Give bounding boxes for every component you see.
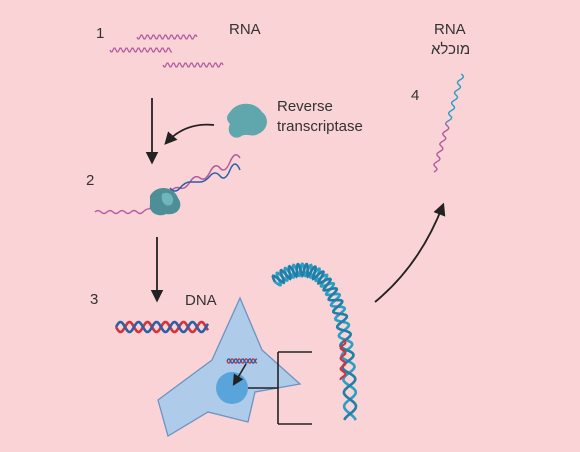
- cell-dna-red: [226, 358, 258, 364]
- genomic-dna-helix: [271, 262, 358, 421]
- rna-strand: [109, 47, 172, 53]
- hybrid-rna-label-line2: מוכלא: [431, 41, 471, 58]
- step-number-4: 4: [411, 87, 420, 104]
- arrow-enzyme-binding: [164, 123, 215, 145]
- cell-dna-segment: [226, 358, 258, 364]
- inserted-dna-segment: [339, 339, 347, 381]
- hybrid-rna-strand-4: [433, 73, 465, 173]
- reverse-transcriptase-enzyme: [227, 103, 267, 138]
- rna-template-strand: [94, 202, 159, 215]
- hybrid-strand: [169, 154, 241, 193]
- dna-strand-blue: [114, 320, 210, 334]
- zoom-bracket: [248, 351, 312, 425]
- cell-dna-blue: [226, 358, 258, 364]
- step-number-1: 1: [96, 25, 105, 42]
- dna-label: DNA: [185, 292, 217, 309]
- enzyme-bound-highlight: [161, 192, 174, 206]
- arrow-to-step4: [374, 202, 446, 303]
- hybrid-rna-strand: [169, 154, 241, 193]
- dna-strand-red: [114, 320, 210, 334]
- hybrid-rna-label-line1: RNA: [434, 21, 466, 38]
- rna-strands: [109, 34, 224, 68]
- dna-double-helix: [114, 320, 210, 334]
- rna-label: RNA: [229, 21, 261, 38]
- enzyme-label-line2: transcriptase: [277, 118, 363, 135]
- rna-strand: [162, 62, 224, 68]
- enzyme-label-line1: Reverse: [277, 98, 333, 115]
- cell-nucleus: [216, 372, 248, 404]
- hybrid-dna-strand: [169, 163, 241, 192]
- genomic-dna-strand: [271, 262, 358, 421]
- arrow-into-nucleus: [232, 363, 247, 386]
- rna-strand: [136, 34, 198, 40]
- step-number-2: 2: [86, 172, 95, 189]
- step-number-3: 3: [90, 291, 99, 308]
